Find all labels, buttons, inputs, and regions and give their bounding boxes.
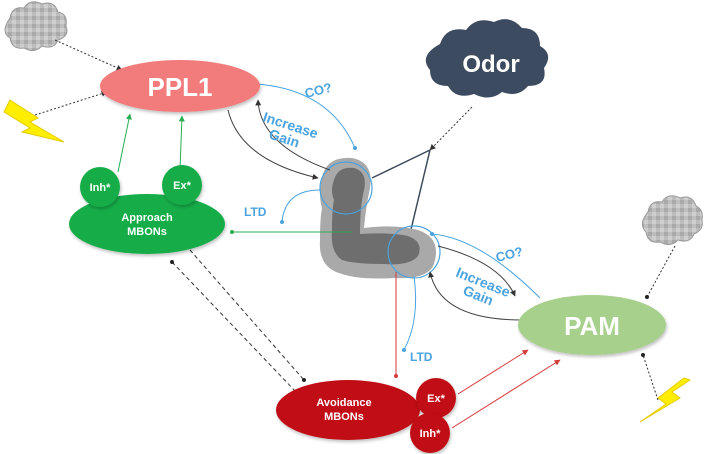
inh-green-node: Inh* [80,167,120,207]
pam-feedback-arcs [402,232,541,352]
approach-mbons-node: Approach MBONs [69,194,225,254]
stimulus-cloud-right [642,195,703,246]
stimulus-connections [34,39,676,401]
mbon-cross-connections [170,249,306,393]
ppl1-node: PPL1 [100,60,260,112]
ex-red-node: Ex* [416,378,456,418]
co-bottom-label: CO? [494,244,524,265]
approach-label-line1: Approach [121,212,173,224]
approach-label-line2: MBONs [127,226,167,238]
inh-red-node: Inh* [410,413,450,453]
pam-node: PAM [518,295,666,355]
stimulus-cloud-top-left [4,1,68,52]
odor-cloud [425,19,549,98]
ppl1-label: PPL1 [147,72,212,102]
pam-label: PAM [564,311,620,341]
avoidance-connections [394,272,561,429]
inh-red-label: Inh* [420,428,441,440]
avoidance-label-line1: Avoidance [316,397,371,409]
ex-green-label: Ex* [173,180,191,192]
ppl1-feedback-arcs [227,83,357,224]
lightning-icon-right [639,377,692,423]
ex-green-node: Ex* [162,165,202,205]
mushroom-body [319,157,441,279]
ltd-bottom-label: LTD [410,350,433,364]
co-top-label: CO? [303,80,333,101]
ex-red-label: Ex* [427,393,445,405]
odor-label: Odor [462,51,519,78]
odor-node: Odor [462,51,519,78]
avoidance-mbons-node: Avoidance MBONs [276,380,420,440]
avoidance-label-line2: MBONs [324,411,364,423]
approach-connections [117,113,352,234]
ltd-left-label: LTD [244,205,267,219]
inh-green-label: Inh* [90,182,111,194]
lightning-icon-left [3,99,65,143]
